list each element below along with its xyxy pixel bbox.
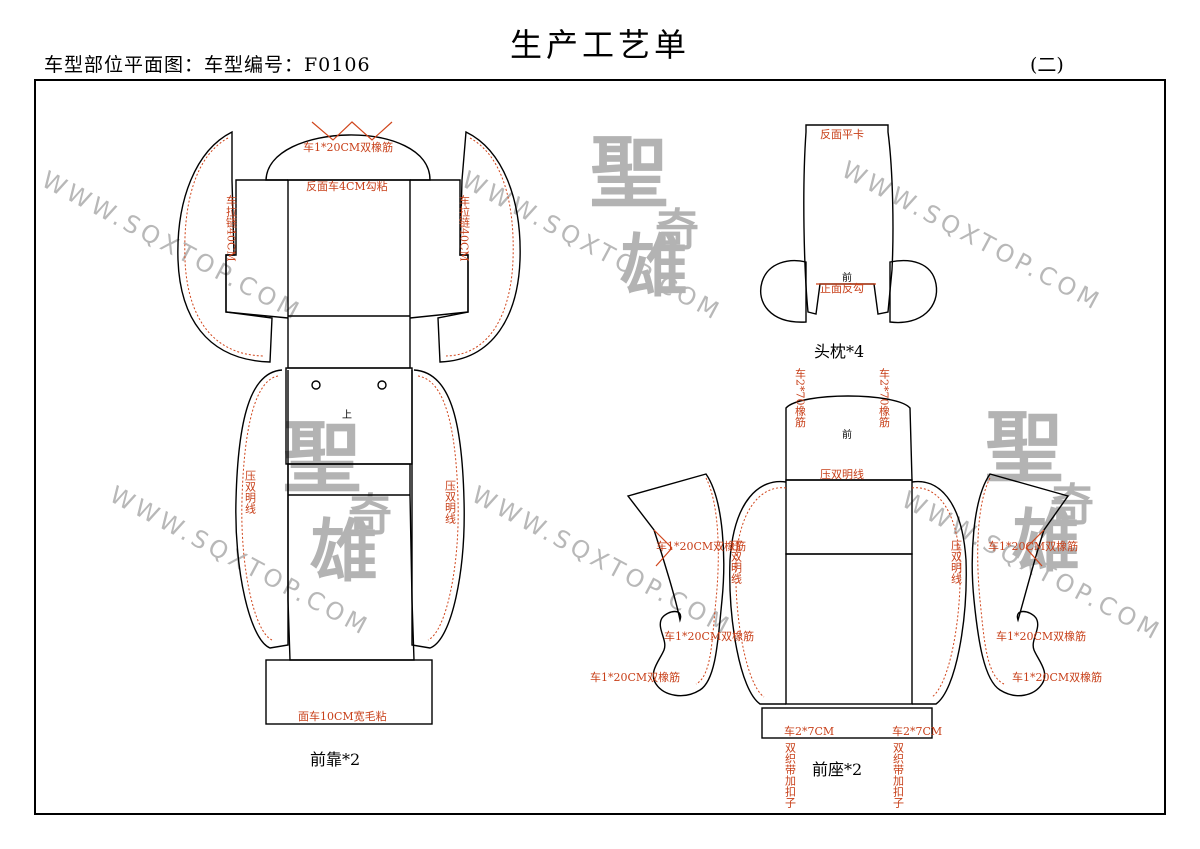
- backrest-top-label: 车1*20CM双橡筋: [303, 140, 393, 154]
- backrest-right-zip-panel: [437, 130, 521, 363]
- watermark-logo: 聖: [283, 413, 361, 504]
- headrest-bottom-label: 正面反勾: [820, 282, 864, 295]
- seat-left-wing-bottom-label: 车1*20CM双橡筋: [590, 670, 680, 684]
- seat-right-wing: [971, 473, 1070, 697]
- seam-line: [184, 137, 265, 357]
- backrest-right-side-label: 压双明线: [444, 480, 457, 524]
- seat-left-wing-label: 车1*20CM双橡筋: [656, 539, 746, 553]
- seat-right-side: [911, 480, 967, 705]
- seam-line: [241, 375, 279, 641]
- watermark-logo: 聖: [590, 128, 668, 219]
- backrest-bottom-label: 面车10CM宽毛粘: [298, 709, 387, 723]
- watermark-logo: 雄: [310, 512, 378, 592]
- backrest-caption: 前靠*2: [310, 750, 360, 769]
- backrest-bottom-strip: [265, 659, 433, 725]
- seam-line: [417, 375, 459, 641]
- backrest-zipper-right-label: 车拉链40CM: [458, 194, 471, 262]
- elastic-mark: [655, 547, 673, 567]
- seat-strap-right-desc: 双织带加扣子: [892, 742, 905, 808]
- seat-top-panel: [785, 395, 913, 481]
- seat-right-side-label: 压双明线: [950, 540, 963, 584]
- elastic-mark: [653, 529, 673, 549]
- backrest-right-side: [411, 369, 465, 649]
- watermark-url: WWW.SQXTOP.COM: [467, 481, 737, 642]
- elastic-mark: [311, 121, 393, 141]
- page-number: (二): [1030, 54, 1064, 76]
- seat-left-wing-small-label: 车1*20CM双橡筋: [664, 629, 754, 643]
- headrest-top-label: 反面平卡: [820, 128, 864, 141]
- backrest-center-mark: 上: [342, 409, 352, 421]
- seam-line: [735, 487, 787, 698]
- seam-line: [695, 477, 719, 685]
- seam-line: [977, 477, 1005, 685]
- headrest-pattern: 反面平卡 前 正面反勾 头枕*4: [760, 124, 938, 361]
- headrest-center-panel: [803, 124, 894, 315]
- seat-left-wing: [626, 473, 725, 697]
- seat-middle-panel: [785, 479, 913, 555]
- elastic-mark: [1025, 547, 1043, 567]
- seat-stitch-label: 压双明线: [820, 467, 864, 481]
- seat-strap-left-label: 车2*7CM: [784, 724, 834, 738]
- watermark-url: WWW.SQXTOP.COM: [37, 166, 307, 327]
- seat-elastic-left-label: 车2*70橡筋: [794, 367, 807, 428]
- elastic-mark: [1025, 529, 1045, 549]
- page-title: 生产工艺单: [509, 26, 690, 64]
- headrest-left-ear: [760, 259, 807, 323]
- seam-line: [911, 487, 961, 698]
- seat-left-side-label: 压双明线: [730, 540, 743, 584]
- seat-lower-panel: [785, 553, 913, 705]
- backrest-top-flap: [265, 134, 431, 181]
- watermark-logo: 雄: [620, 227, 688, 307]
- model-subtitle: 车型部位平面图：车型编号：F0106: [44, 54, 371, 76]
- headrest-right-ear: [889, 259, 938, 324]
- seat-caption: 前座*2: [812, 760, 862, 779]
- headrest-caption: 头枕*4: [814, 342, 864, 361]
- backrest-left-zip-panel: [177, 130, 273, 363]
- backrest-upper-panel: [287, 179, 411, 369]
- watermark-logo: 奇: [348, 490, 392, 541]
- backrest-left-side: [235, 369, 289, 649]
- button-hole: [311, 380, 321, 390]
- seat-pattern: 车2*70橡筋 车2*70橡筋 前 压双明线 压双明线 压双明线 车1*20CM…: [590, 367, 1102, 808]
- seat-right-wing-label: 车1*20CM双橡筋: [988, 539, 1078, 553]
- seam-line: [445, 137, 514, 357]
- watermark-logo: 雄: [1012, 502, 1080, 582]
- watermark-logo: 聖: [985, 403, 1063, 494]
- drawing-frame: [34, 79, 1166, 815]
- backrest-zipper-left-label: 车拉链40CM: [225, 194, 238, 262]
- seat-elastic-right-label: 车2*70橡筋: [878, 367, 891, 428]
- seat-right-wing-small-label: 车1*20CM双橡筋: [996, 629, 1086, 643]
- watermark-logo: 奇: [655, 205, 699, 256]
- button-hole: [377, 380, 387, 390]
- headrest-front-mark: 前: [842, 271, 852, 284]
- seat-right-wing-bottom-label: 车1*20CM双橡筋: [1012, 670, 1102, 684]
- seat-front-mark: 前: [842, 428, 852, 441]
- seat-strap-right-label: 车2*7CM: [892, 724, 942, 738]
- seat-strap-left-desc: 双织带加扣子: [784, 742, 797, 808]
- watermark-logo: 奇: [1050, 480, 1094, 531]
- backrest-flap-label: 反面车4CM勾粘: [306, 179, 388, 193]
- watermark-url: WWW.SQXTOP.COM: [837, 156, 1107, 317]
- seat-left-side: [729, 480, 787, 705]
- watermark-layer: WWW.SQXTOP.COM WWW.SQXTOP.COM WWW.SQXTOP…: [37, 128, 1167, 647]
- seat-bottom-strip: [761, 707, 933, 739]
- backrest-pattern: 车1*20CM双橡筋 反面车4CM勾粘 车拉链40CM 车拉链40CM 上 压双…: [177, 121, 521, 769]
- backrest-left-side-label: 压双明线: [244, 470, 257, 514]
